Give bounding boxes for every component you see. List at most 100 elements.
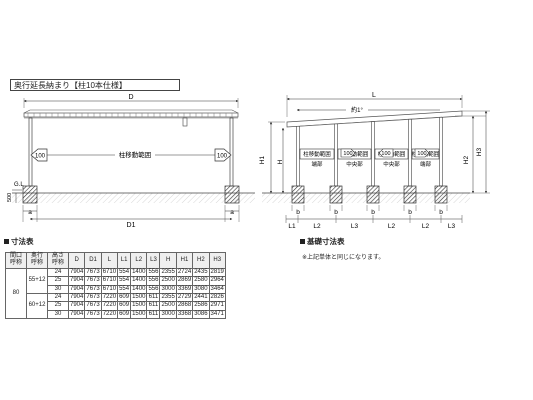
- table-cell: 3080: [192, 284, 210, 295]
- side-foot-label: b: [296, 209, 300, 216]
- table-cell: 2586: [192, 301, 210, 311]
- table-header-cell: L: [100, 252, 119, 269]
- table-cell: 2435: [192, 267, 210, 278]
- bay-position-label: 端部: [311, 160, 323, 168]
- bay-range-box: [337, 148, 372, 160]
- bay-position-label: 中央部: [383, 160, 400, 168]
- side-bottom-dim-label: L1: [288, 223, 296, 230]
- table-cell: 1400: [130, 276, 148, 286]
- table-cell: 6710: [100, 267, 119, 278]
- table-cell: 556: [146, 276, 161, 286]
- side-column: [439, 117, 443, 187]
- table-header-cell: H2: [192, 252, 210, 269]
- side-bottom-dim-label: L2: [388, 223, 396, 230]
- front-footing-left: [22, 185, 38, 204]
- front-view: 100 100 柱移動範囲 D a a D1 G.L 500: [7, 94, 255, 229]
- table-cell: 3000: [159, 284, 177, 295]
- table-cell: 7904: [67, 267, 86, 278]
- svg-text:100: 100: [343, 151, 352, 157]
- foundation-section-title: 基礎寸法表: [300, 237, 345, 246]
- table-cell: 1500: [130, 293, 148, 303]
- table-cell: 611: [146, 301, 161, 311]
- front-foot-a-left: a: [28, 209, 32, 216]
- side-column: [296, 126, 300, 187]
- table-cell: 2826: [208, 293, 226, 303]
- table-cell: 7673: [84, 284, 102, 295]
- front-dim-d1: D1: [127, 222, 136, 229]
- table-cell: 2729: [175, 293, 194, 303]
- front-arrow-label-left: 100: [35, 154, 46, 160]
- table-cell: 30: [47, 284, 69, 295]
- side-foot-label: b: [439, 209, 443, 216]
- side-footing: [366, 185, 380, 204]
- bay-position-label: 中央部: [346, 160, 363, 168]
- front-arrow-label-right: 100: [217, 154, 228, 160]
- bay-position-label: 端部: [420, 160, 432, 168]
- table-cell: 2868: [175, 301, 194, 311]
- side-arrow-tag: 100: [340, 148, 356, 158]
- front-gl-label: G.L: [14, 182, 24, 188]
- side-arrow-tag: 100: [378, 148, 394, 158]
- table-cell: 24: [47, 293, 69, 303]
- table-cell: 1400: [130, 284, 148, 295]
- table-cell: 7904: [67, 301, 86, 311]
- table-cell: 2580: [192, 276, 210, 286]
- table-cell: 2869: [175, 276, 194, 286]
- side-column: [371, 121, 375, 187]
- side-arrow-tag: 100: [414, 148, 430, 158]
- table-cell: 611: [146, 309, 161, 320]
- side-foot-label: b: [408, 209, 412, 216]
- table-cell: 554: [117, 284, 132, 295]
- table-cell: 3464: [208, 284, 226, 295]
- table-header-cell: L2: [130, 252, 148, 269]
- table-header-cell: H3: [208, 252, 226, 269]
- table-cell: 556: [146, 284, 161, 295]
- table-cell: 554: [117, 267, 132, 278]
- dims-section-title: 寸法表: [4, 237, 34, 246]
- table-cell: 1400: [130, 267, 148, 278]
- side-footing: [434, 185, 448, 204]
- front-dim-d: D: [128, 94, 133, 101]
- side-foot-label: b: [334, 209, 338, 216]
- table-cell: 1500: [130, 301, 148, 311]
- table-cell: 6710: [100, 284, 119, 295]
- section-heading: 奥行延長納まり【柱10本仕様】: [10, 79, 180, 91]
- side-dim-h2: H2: [463, 155, 470, 164]
- table-cell: 30: [47, 309, 69, 320]
- frontage-cell: 80: [5, 267, 27, 320]
- table-cell: 2500: [159, 276, 177, 286]
- table-cell: 2355: [159, 293, 177, 303]
- table-cell: 7904: [67, 293, 86, 303]
- table-header-cell: H1: [175, 252, 194, 269]
- side-bottom-dim-label: L3: [351, 223, 359, 230]
- depth-cell: 60+12: [26, 293, 48, 320]
- front-gl-depth: 500: [7, 193, 13, 202]
- table-cell: 609: [117, 301, 132, 311]
- depth-cell: 55+12: [26, 267, 48, 295]
- bay-range-label: 柱移動範囲: [341, 150, 369, 158]
- table-cell: 611: [146, 293, 161, 303]
- table-header-cell: 奥行 呼称: [26, 252, 48, 269]
- table-cell: 7904: [67, 276, 86, 286]
- table-header-cell: 間口 呼称: [5, 252, 27, 269]
- side-dim-h1: H1: [259, 155, 266, 164]
- front-foot-a-right: a: [230, 209, 234, 216]
- bay-range-label: 柱移動範囲: [303, 150, 331, 158]
- table-cell: 7673: [84, 293, 102, 303]
- table-cell: 3368: [175, 309, 194, 320]
- table-cell: 7673: [84, 276, 102, 286]
- table-header-cell: 高さ 呼称: [47, 252, 69, 269]
- table-cell: 7220: [100, 293, 119, 303]
- side-dim-h3: H3: [476, 147, 483, 156]
- table-cell: 556: [146, 267, 161, 278]
- side-approx-label: 約1°: [351, 106, 363, 114]
- table-cell: 3471: [208, 309, 226, 320]
- svg-text:100: 100: [417, 151, 426, 157]
- table-cell: 25: [47, 301, 69, 311]
- table-cell: 1500: [130, 309, 148, 320]
- side-footing: [403, 185, 417, 204]
- foundation-note: ※上記単体と同じになります。: [302, 255, 385, 261]
